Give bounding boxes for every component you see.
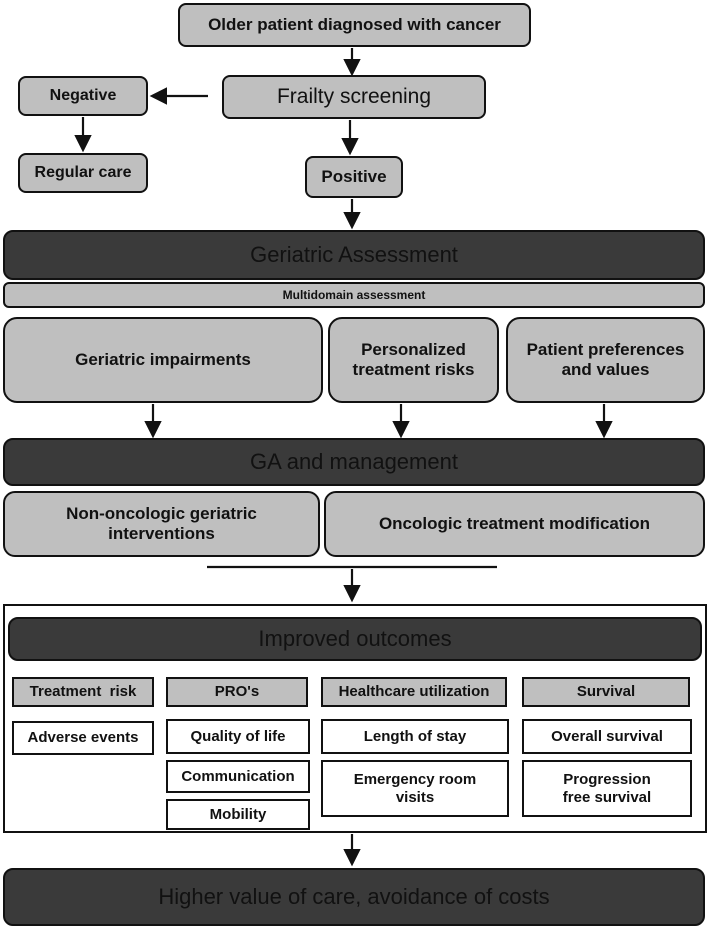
positive-box: Positive	[305, 156, 403, 198]
emergency-room-visits-item: Emergency room visits	[321, 760, 509, 817]
multidomain-assessment-bar: Multidomain assessment	[3, 282, 705, 308]
pros-header: PRO's	[166, 677, 308, 707]
treatment-risk-header: Treatment risk	[12, 677, 154, 707]
communication-item: Communication	[166, 760, 310, 793]
healthcare-utilization-header: Healthcare utilization	[321, 677, 507, 707]
progression-free-survival-item: Progression free survival	[522, 760, 692, 817]
geriatric-assessment-banner: Geriatric Assessment	[3, 230, 705, 280]
overall-survival-item: Overall survival	[522, 719, 692, 754]
patient-preferences-box: Patient preferences and values	[506, 317, 705, 403]
personalized-treatment-risks-box: Personalized treatment risks	[328, 317, 499, 403]
survival-header: Survival	[522, 677, 690, 707]
adverse-events-item: Adverse events	[12, 721, 154, 755]
mobility-item: Mobility	[166, 799, 310, 830]
oncologic-treatment-modification-box: Oncologic treatment modification	[324, 491, 705, 557]
quality-of-life-item: Quality of life	[166, 719, 310, 754]
older-patient-box: Older patient diagnosed with cancer	[178, 3, 531, 47]
frailty-screening-box: Frailty screening	[222, 75, 486, 119]
geriatric-impairments-box: Geriatric impairments	[3, 317, 323, 403]
non-oncologic-interventions-box: Non-oncologic geriatric interventions	[3, 491, 320, 557]
regular-care-box: Regular care	[18, 153, 148, 193]
negative-box: Negative	[18, 76, 148, 116]
improved-outcomes-banner: Improved outcomes	[8, 617, 702, 661]
length-of-stay-item: Length of stay	[321, 719, 509, 754]
higher-value-banner: Higher value of care, avoidance of costs	[3, 868, 705, 926]
ga-management-banner: GA and management	[3, 438, 705, 486]
